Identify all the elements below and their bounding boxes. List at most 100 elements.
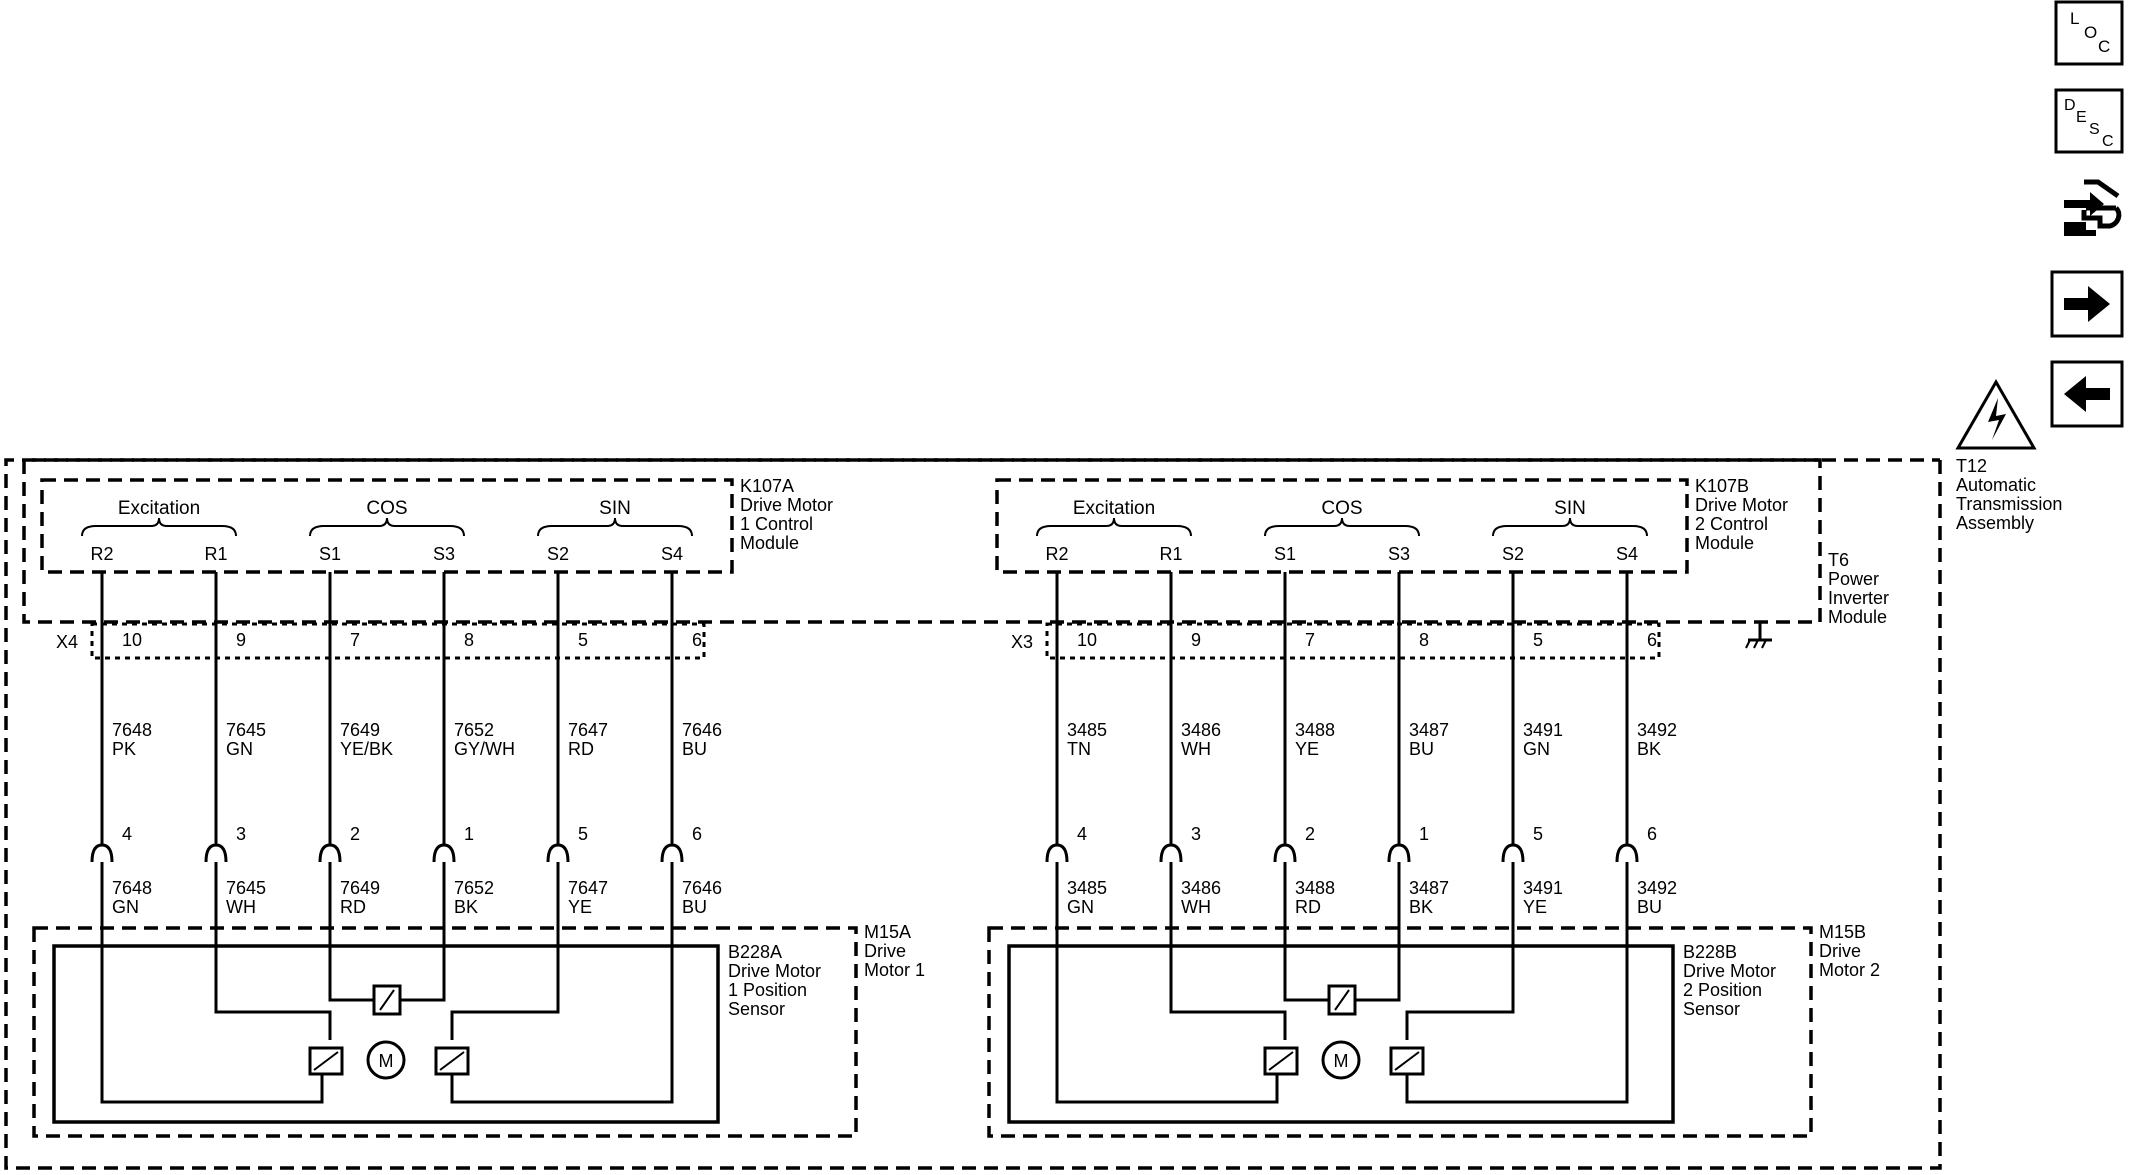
motor-icon [366,1040,406,1080]
r2-internal-wire [1055,862,1279,1104]
control-module-label-line: 1 Control [740,514,813,534]
motor-label-line: Drive [864,941,906,961]
terminal-label: S4 [661,544,683,564]
circuit-number: 3487 [1409,878,1449,898]
desc-button[interactable]: D E S C [2054,88,2124,154]
wire-color: BU [682,739,707,759]
sensor-box [1007,944,1675,1124]
wire-color: WH [1181,739,1211,759]
wire-color: RD [568,739,594,759]
s1-internal-wire [1283,862,1329,1002]
motor-symbol-label: M [1334,1051,1349,1071]
wire-color: GN [1067,897,1094,917]
circuit-number: 3485 [1067,720,1107,740]
control-module-label-line: Drive Motor [740,495,833,515]
t12-line: Automatic [1956,475,2036,495]
group-label: SIN [599,498,631,519]
arrow-right-icon [2064,286,2110,322]
loc-button[interactable]: L O C [2054,0,2124,66]
s2-internal-wire [450,862,560,1040]
wire-color: PK [112,739,136,759]
inline-pin: 4 [122,824,132,844]
circuit-number: 7648 [112,878,152,898]
motor-symbol-label: M [379,1051,394,1071]
connector-label: X4 [56,632,78,652]
motor-box [32,926,858,1138]
r1-internal-wire [1169,862,1287,1040]
inline-pin: 1 [1419,824,1429,844]
sensor-label-line: B228A [728,942,782,962]
desc-letter-e: E [2076,109,2087,126]
coil-slash [1394,1051,1420,1071]
group-brace [1036,517,1192,537]
motor-label-line: Motor 1 [864,960,925,980]
inline-connector-cap [1159,843,1183,863]
t12-assembly-label: T12 Automatic Transmission Assembly [1956,456,2067,533]
circuit-number: 3491 [1523,878,1563,898]
wire-color: GN [226,739,253,759]
high-voltage-warning-icon [1955,378,2037,450]
coil-slash [313,1051,339,1071]
service-tool-button[interactable] [2056,178,2122,240]
loc-letter-l: L [2070,9,2079,28]
circuit-number: 7645 [226,720,266,740]
wire-color: BU [682,897,707,917]
control-module-label-line: K107B [1695,476,1749,496]
circuit-number: 3487 [1409,720,1449,740]
motor-label-line: M15B [1819,922,1866,942]
previous-button[interactable] [2050,360,2124,428]
wire-color: RD [1295,897,1321,917]
inline-pin: 3 [1191,824,1201,844]
inline-pin: 6 [1647,824,1657,844]
loc-letter-c: C [2098,37,2110,56]
wire-color: WH [1181,897,1211,917]
sensor-label-line: Sensor [1683,999,1740,1019]
group-label: Excitation [1073,498,1155,519]
inline-pin: 1 [464,824,474,844]
s1-internal-wire [328,862,374,1002]
next-button[interactable] [2050,270,2124,338]
connector-pin: 5 [1533,630,1543,650]
wire-color: YE [1523,897,1547,917]
t6-label: T6 Power Inverter Module [1828,550,1894,627]
desc-letter-d: D [2064,97,2076,114]
connector-box [90,622,706,660]
connector-pin: 10 [1077,630,1097,650]
wire-color: TN [1067,739,1091,759]
circuit-number: 7646 [682,878,722,898]
circuit-number: 3491 [1523,720,1563,740]
inline-connector-cap [90,843,114,863]
motor-box [987,926,1813,1138]
connector-box [1045,622,1661,660]
wire-color: GY/WH [454,739,515,759]
control-module-label-line: Module [1695,533,1754,553]
wire-color: BK [1409,897,1433,917]
circuit-number: 7652 [454,878,494,898]
circuit-number: 7652 [454,720,494,740]
t12-line: T12 [1956,456,1987,476]
terminal-label: S2 [1502,544,1524,564]
terminal-label: S4 [1616,544,1638,564]
circuit-number: 3488 [1295,878,1335,898]
circuit-number: 3485 [1067,878,1107,898]
inline-connector-cap [1387,843,1411,863]
wire-color: BU [1409,739,1434,759]
wire-color: GN [1523,739,1550,759]
circuit-number: 7646 [682,720,722,740]
motor-label-line: Drive [1819,941,1861,961]
terminal-label: S3 [433,544,455,564]
wire-color: YE [1295,739,1319,759]
inline-connector-cap [204,843,228,863]
connector-pin: 10 [122,630,142,650]
control-module-label-line: K107A [740,476,794,496]
r1-internal-wire [214,862,332,1040]
connector-pin: 7 [350,630,360,650]
sensor-label-line: Drive Motor [1683,961,1776,981]
control-module-box [995,478,1689,574]
motor-label-line: M15A [864,922,911,942]
inline-connector-cap [1615,843,1639,863]
wire-color: GN [112,897,139,917]
inline-connector-cap [1273,843,1297,863]
